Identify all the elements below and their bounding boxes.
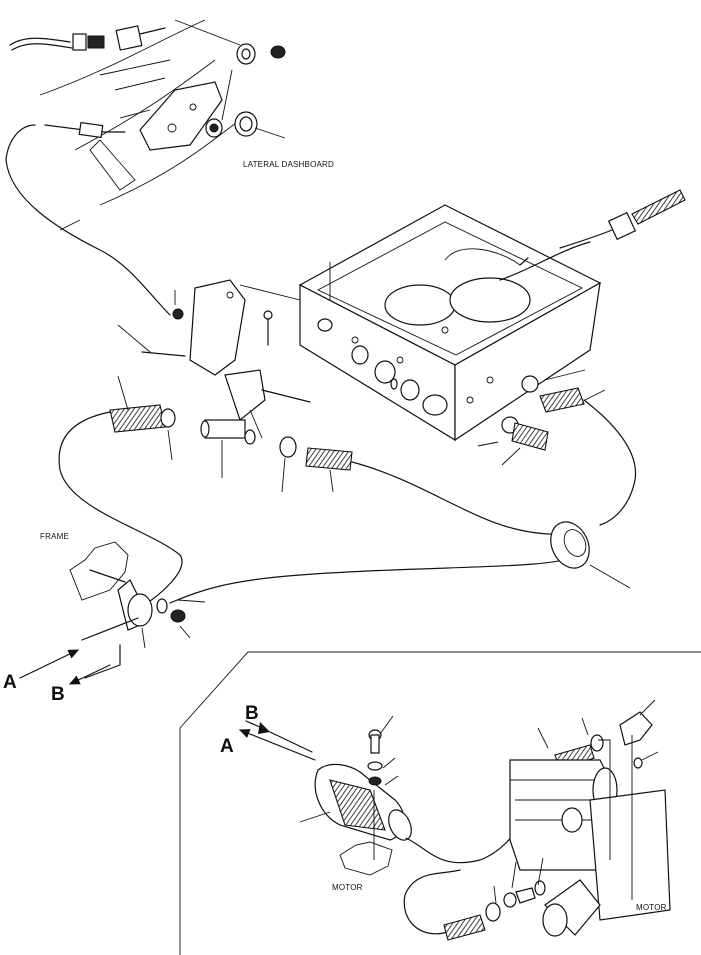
inset-detail — [179, 651, 701, 955]
arrow-a-label-inset: A — [220, 736, 234, 757]
arrow-b-label-main: B — [51, 684, 65, 705]
motor-label-inset-right: MOTOR — [636, 903, 667, 912]
frame-label: FRAME — [40, 532, 69, 541]
dashboard-switch-assembly — [5, 19, 286, 316]
motor-label-inset-left: MOTOR — [332, 883, 363, 892]
frame-bulkhead-fitting — [19, 541, 206, 685]
arrow-b-label-inset: B — [245, 703, 259, 724]
coolant-hose-loop — [58, 399, 637, 609]
water-valve-assembly — [109, 279, 606, 493]
heater-box-assembly — [239, 189, 686, 442]
arrow-a-label-main: A — [3, 672, 17, 693]
lateral-dashboard-label: LATERAL DASHBOARD — [243, 160, 334, 169]
